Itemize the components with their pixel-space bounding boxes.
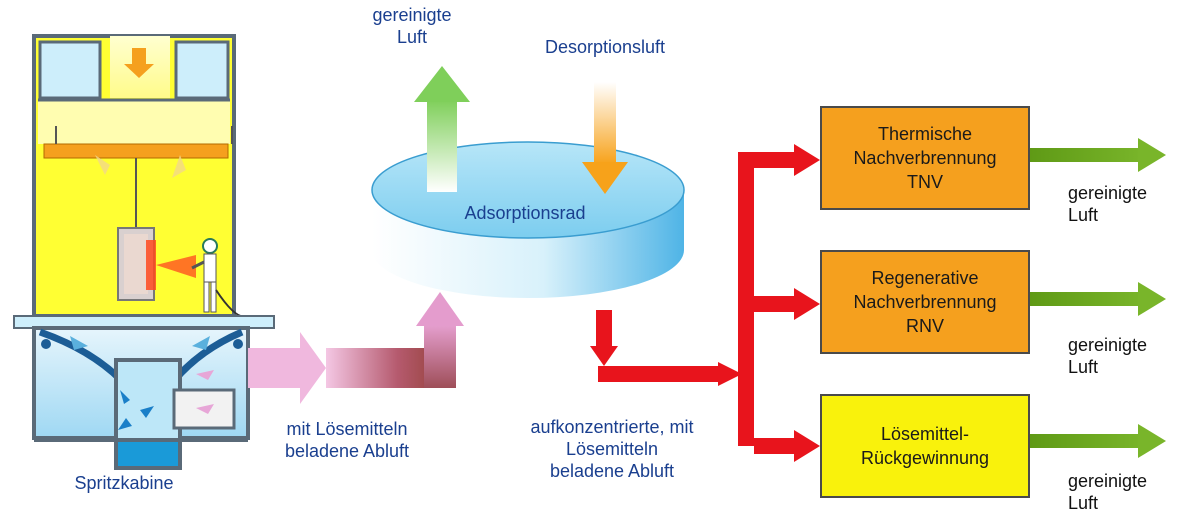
- loaded-exhaust-line2: beladene Abluft: [284, 441, 410, 461]
- clean-air-up-arrow: [414, 66, 470, 192]
- thermal-oxidizer-text: Thermische Nachverbrennung TNV: [853, 124, 997, 192]
- clean-air-output-3-line2: Luft: [1068, 493, 1099, 513]
- clean-air-output-2-line2: Luft: [1068, 357, 1099, 377]
- clean-air-output-1-line1: gereinigte: [1068, 183, 1148, 203]
- spray-booth-label: Spritzkabine: [74, 473, 174, 493]
- adsorption-wheel-label: Adsorptionsrad: [464, 203, 586, 223]
- clean-air-output-1-line2: Luft: [1068, 205, 1099, 225]
- clean-air-output-2-line1: gereinigte: [1068, 335, 1148, 355]
- spray-booth: [13, 34, 275, 470]
- clean-air-output-3-line1: gereinigte: [1068, 471, 1148, 491]
- solvent-recovery-box: Lösemittel- Rückgewinnung: [820, 394, 1030, 498]
- concentrated-exhaust-label: aufkonzentrierte, mit Lösemitteln belade…: [500, 416, 724, 482]
- desorption-air-label: Desorptionsluft: [544, 37, 666, 57]
- loaded-exhaust-line1: mit Lösemitteln: [286, 419, 408, 439]
- thermal-oxidizer-box: Thermische Nachverbrennung TNV: [820, 106, 1030, 210]
- solvent-recovery-text: Lösemittel- Rückgewinnung: [860, 424, 990, 468]
- concentrated-exhaust-line1: aufkonzentrierte, mit: [530, 417, 694, 437]
- concentrated-exhaust-line3: beladene Abluft: [549, 461, 675, 481]
- clean-air-top-label: gereinigte Luft: [372, 4, 452, 48]
- regenerative-oxidizer-box: Regenerative Nachverbrennung RNV: [820, 250, 1030, 354]
- clean-air-output-1: gereinigte Luft: [1068, 182, 1147, 226]
- concentrated-flow-arrows: [590, 144, 820, 462]
- clean-air-output-3: gereinigte Luft: [1068, 470, 1147, 514]
- desorption-arrow: [582, 82, 628, 194]
- loaded-exhaust-label: mit Lösemitteln beladene Abluft: [272, 418, 422, 462]
- regenerative-oxidizer-text: Regenerative Nachverbrennung RNV: [853, 268, 997, 336]
- concentrated-exhaust-line2: Lösemitteln: [565, 439, 659, 459]
- clean-air-top-line1: gereinigte: [372, 5, 452, 25]
- output-arrows: [1030, 138, 1166, 458]
- clean-air-output-2: gereinigte Luft: [1068, 334, 1147, 378]
- inflow-arrow: [248, 292, 464, 404]
- clean-air-top-line2: Luft: [396, 27, 428, 47]
